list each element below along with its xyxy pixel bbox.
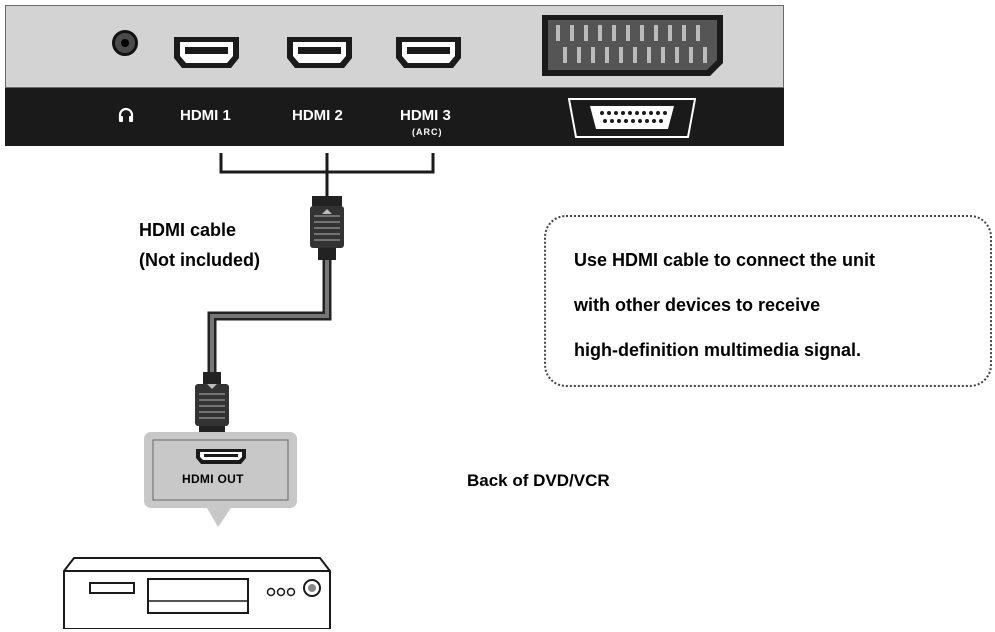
device-back-label: Back of DVD/VCR bbox=[467, 471, 610, 490]
info-text: Use HDMI cable to connect the unit with … bbox=[574, 238, 875, 373]
arc-label: (ARC) bbox=[412, 127, 443, 137]
hdmi-1-port bbox=[173, 36, 240, 69]
hdmi-2-port bbox=[286, 36, 353, 69]
cable-label: HDMI cable (Not included) bbox=[139, 215, 260, 275]
info-box bbox=[544, 215, 992, 387]
headphone-jack bbox=[112, 30, 138, 56]
info-line-1: Use HDMI cable to connect the unit bbox=[574, 250, 876, 270]
info-line-3: high-definition multimedia signal. bbox=[574, 340, 861, 360]
hdmi-plug-bottom bbox=[195, 372, 229, 436]
hdmi-2-label: HDMI 2 bbox=[292, 107, 343, 124]
hdmi-3-port bbox=[395, 36, 462, 69]
hdmi-out-label: HDMI OUT bbox=[182, 472, 244, 486]
hdmi-3-label: HDMI 3 bbox=[400, 107, 451, 124]
vga-port bbox=[567, 98, 697, 138]
hdmi-out-callout bbox=[144, 432, 297, 527]
info-line-2: with other devices to receive bbox=[574, 295, 821, 315]
hdmi-1-label: HDMI 1 bbox=[180, 107, 231, 124]
port-bracket bbox=[219, 153, 435, 196]
hdmi-plug-top bbox=[310, 196, 344, 260]
scart-port bbox=[540, 13, 725, 78]
cable-label-line2: (Not included) bbox=[139, 250, 260, 270]
dvd-player bbox=[63, 557, 331, 629]
cable-label-line1: HDMI cable bbox=[139, 220, 237, 240]
headphone-icon bbox=[118, 107, 134, 123]
